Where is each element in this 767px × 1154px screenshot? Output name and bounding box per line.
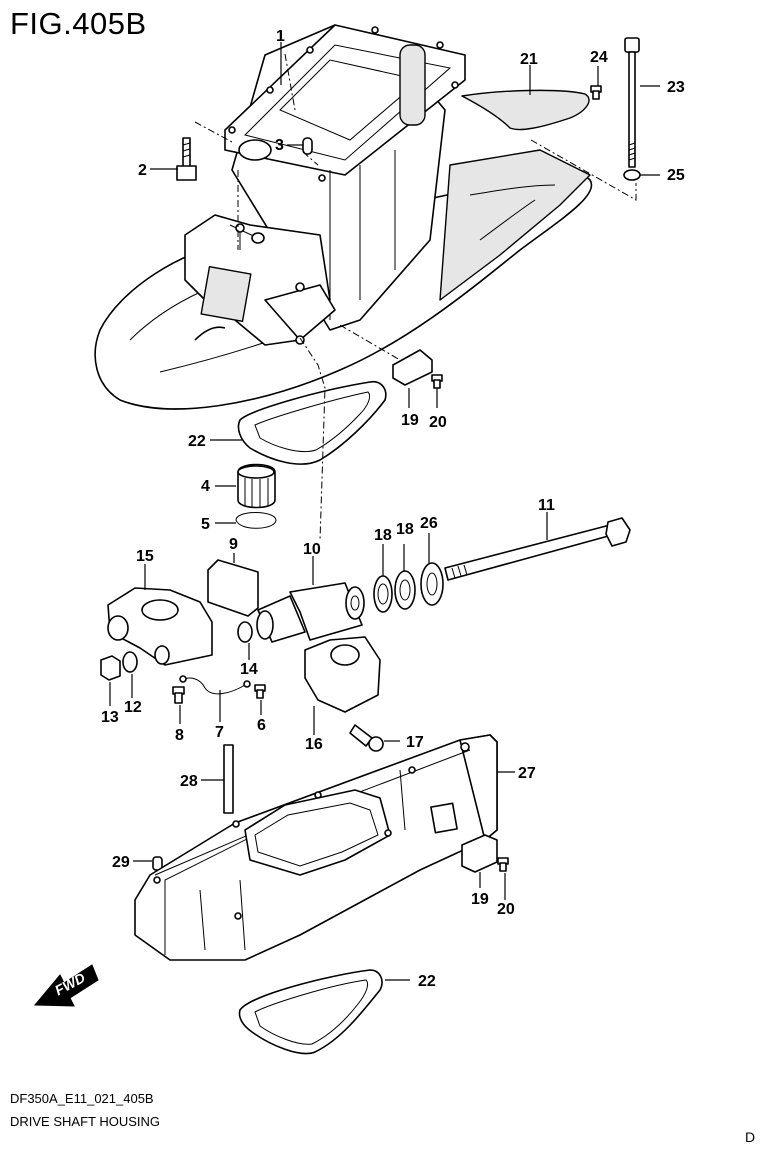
callout-21: 21 xyxy=(520,51,538,68)
washers-18-18-26 xyxy=(373,562,444,613)
callout-10: 10 xyxy=(303,541,321,558)
screw-8 xyxy=(172,686,185,704)
rubber-pad-9 xyxy=(207,559,259,617)
figure-description: DRIVE SHAFT HOUSING xyxy=(10,1114,161,1129)
callout-11: 11 xyxy=(538,497,555,514)
callout-9: 9 xyxy=(229,536,238,553)
rubber-block-19-upper xyxy=(392,349,433,386)
callout-3: 3 xyxy=(275,137,284,154)
washer-12 xyxy=(122,651,138,673)
callout-22-upper: 22 xyxy=(188,433,206,450)
figure-code: DF350A_E11_021_405B xyxy=(10,1091,154,1106)
bolt-2 xyxy=(176,137,197,181)
washer-14 xyxy=(237,621,253,643)
rubber-block-19-lower xyxy=(461,834,498,873)
screw-20-lower xyxy=(497,857,509,872)
callout-14: 14 xyxy=(240,661,258,678)
circlip-5 xyxy=(235,512,277,529)
callout-13: 13 xyxy=(101,709,119,726)
callout-7: 7 xyxy=(215,724,224,741)
callout-23: 23 xyxy=(667,79,685,96)
nut-4 xyxy=(237,463,276,509)
callout-28: 28 xyxy=(180,773,198,790)
upper-drive-shaft-housing xyxy=(94,24,593,410)
corner-letter: D xyxy=(745,1129,756,1145)
callout-15: 15 xyxy=(136,548,154,565)
figure-title: FIG.405B xyxy=(10,6,147,41)
callout-26: 26 xyxy=(420,515,438,532)
washer-25 xyxy=(623,169,641,181)
callout-4: 4 xyxy=(201,478,210,495)
seal-22-lower xyxy=(238,969,383,1055)
through-bolt-11 xyxy=(444,517,631,581)
mount-10 xyxy=(256,582,365,643)
long-bolt-23 xyxy=(624,37,640,168)
callout-24: 24 xyxy=(590,49,608,66)
callout-numbers: 1 2 3 4 5 6 7 8 9 10 11 12 13 14 15 16 1… xyxy=(101,28,685,990)
callout-1: 1 xyxy=(276,28,285,45)
bracket-15 xyxy=(107,587,213,666)
dowel-pin-3 xyxy=(302,137,313,155)
cover-21 xyxy=(461,89,590,131)
callout-6: 6 xyxy=(257,717,266,734)
callout-25: 25 xyxy=(667,167,685,184)
callout-29: 29 xyxy=(112,854,130,871)
screw-24 xyxy=(590,85,602,100)
bolt-17 xyxy=(349,724,384,752)
screw-20-upper xyxy=(431,374,443,389)
lower-drive-shaft-housing xyxy=(134,734,498,961)
bracket-16 xyxy=(304,636,381,713)
ground-wire-7 xyxy=(180,677,246,695)
fwd-arrow-icon: FWD xyxy=(33,964,99,1007)
leader-lines xyxy=(109,42,660,981)
callout-16: 16 xyxy=(305,736,323,753)
callout-20-lower: 20 xyxy=(497,901,515,918)
callout-27: 27 xyxy=(518,765,536,782)
callout-8: 8 xyxy=(175,727,184,744)
callout-22-lower: 22 xyxy=(418,973,436,990)
nut-13 xyxy=(100,655,121,681)
seal-22-upper xyxy=(237,380,387,465)
callout-20-upper: 20 xyxy=(429,414,447,431)
callout-19-lower: 19 xyxy=(471,891,489,908)
callout-12: 12 xyxy=(124,699,142,716)
stud-28 xyxy=(223,744,234,814)
callout-2: 2 xyxy=(138,162,147,179)
callout-18-b: 18 xyxy=(396,521,414,538)
screw-6 xyxy=(254,684,266,699)
callout-17: 17 xyxy=(406,734,424,751)
callout-19-upper: 19 xyxy=(401,412,419,429)
callout-5: 5 xyxy=(201,516,210,533)
callout-18-a: 18 xyxy=(374,527,392,544)
